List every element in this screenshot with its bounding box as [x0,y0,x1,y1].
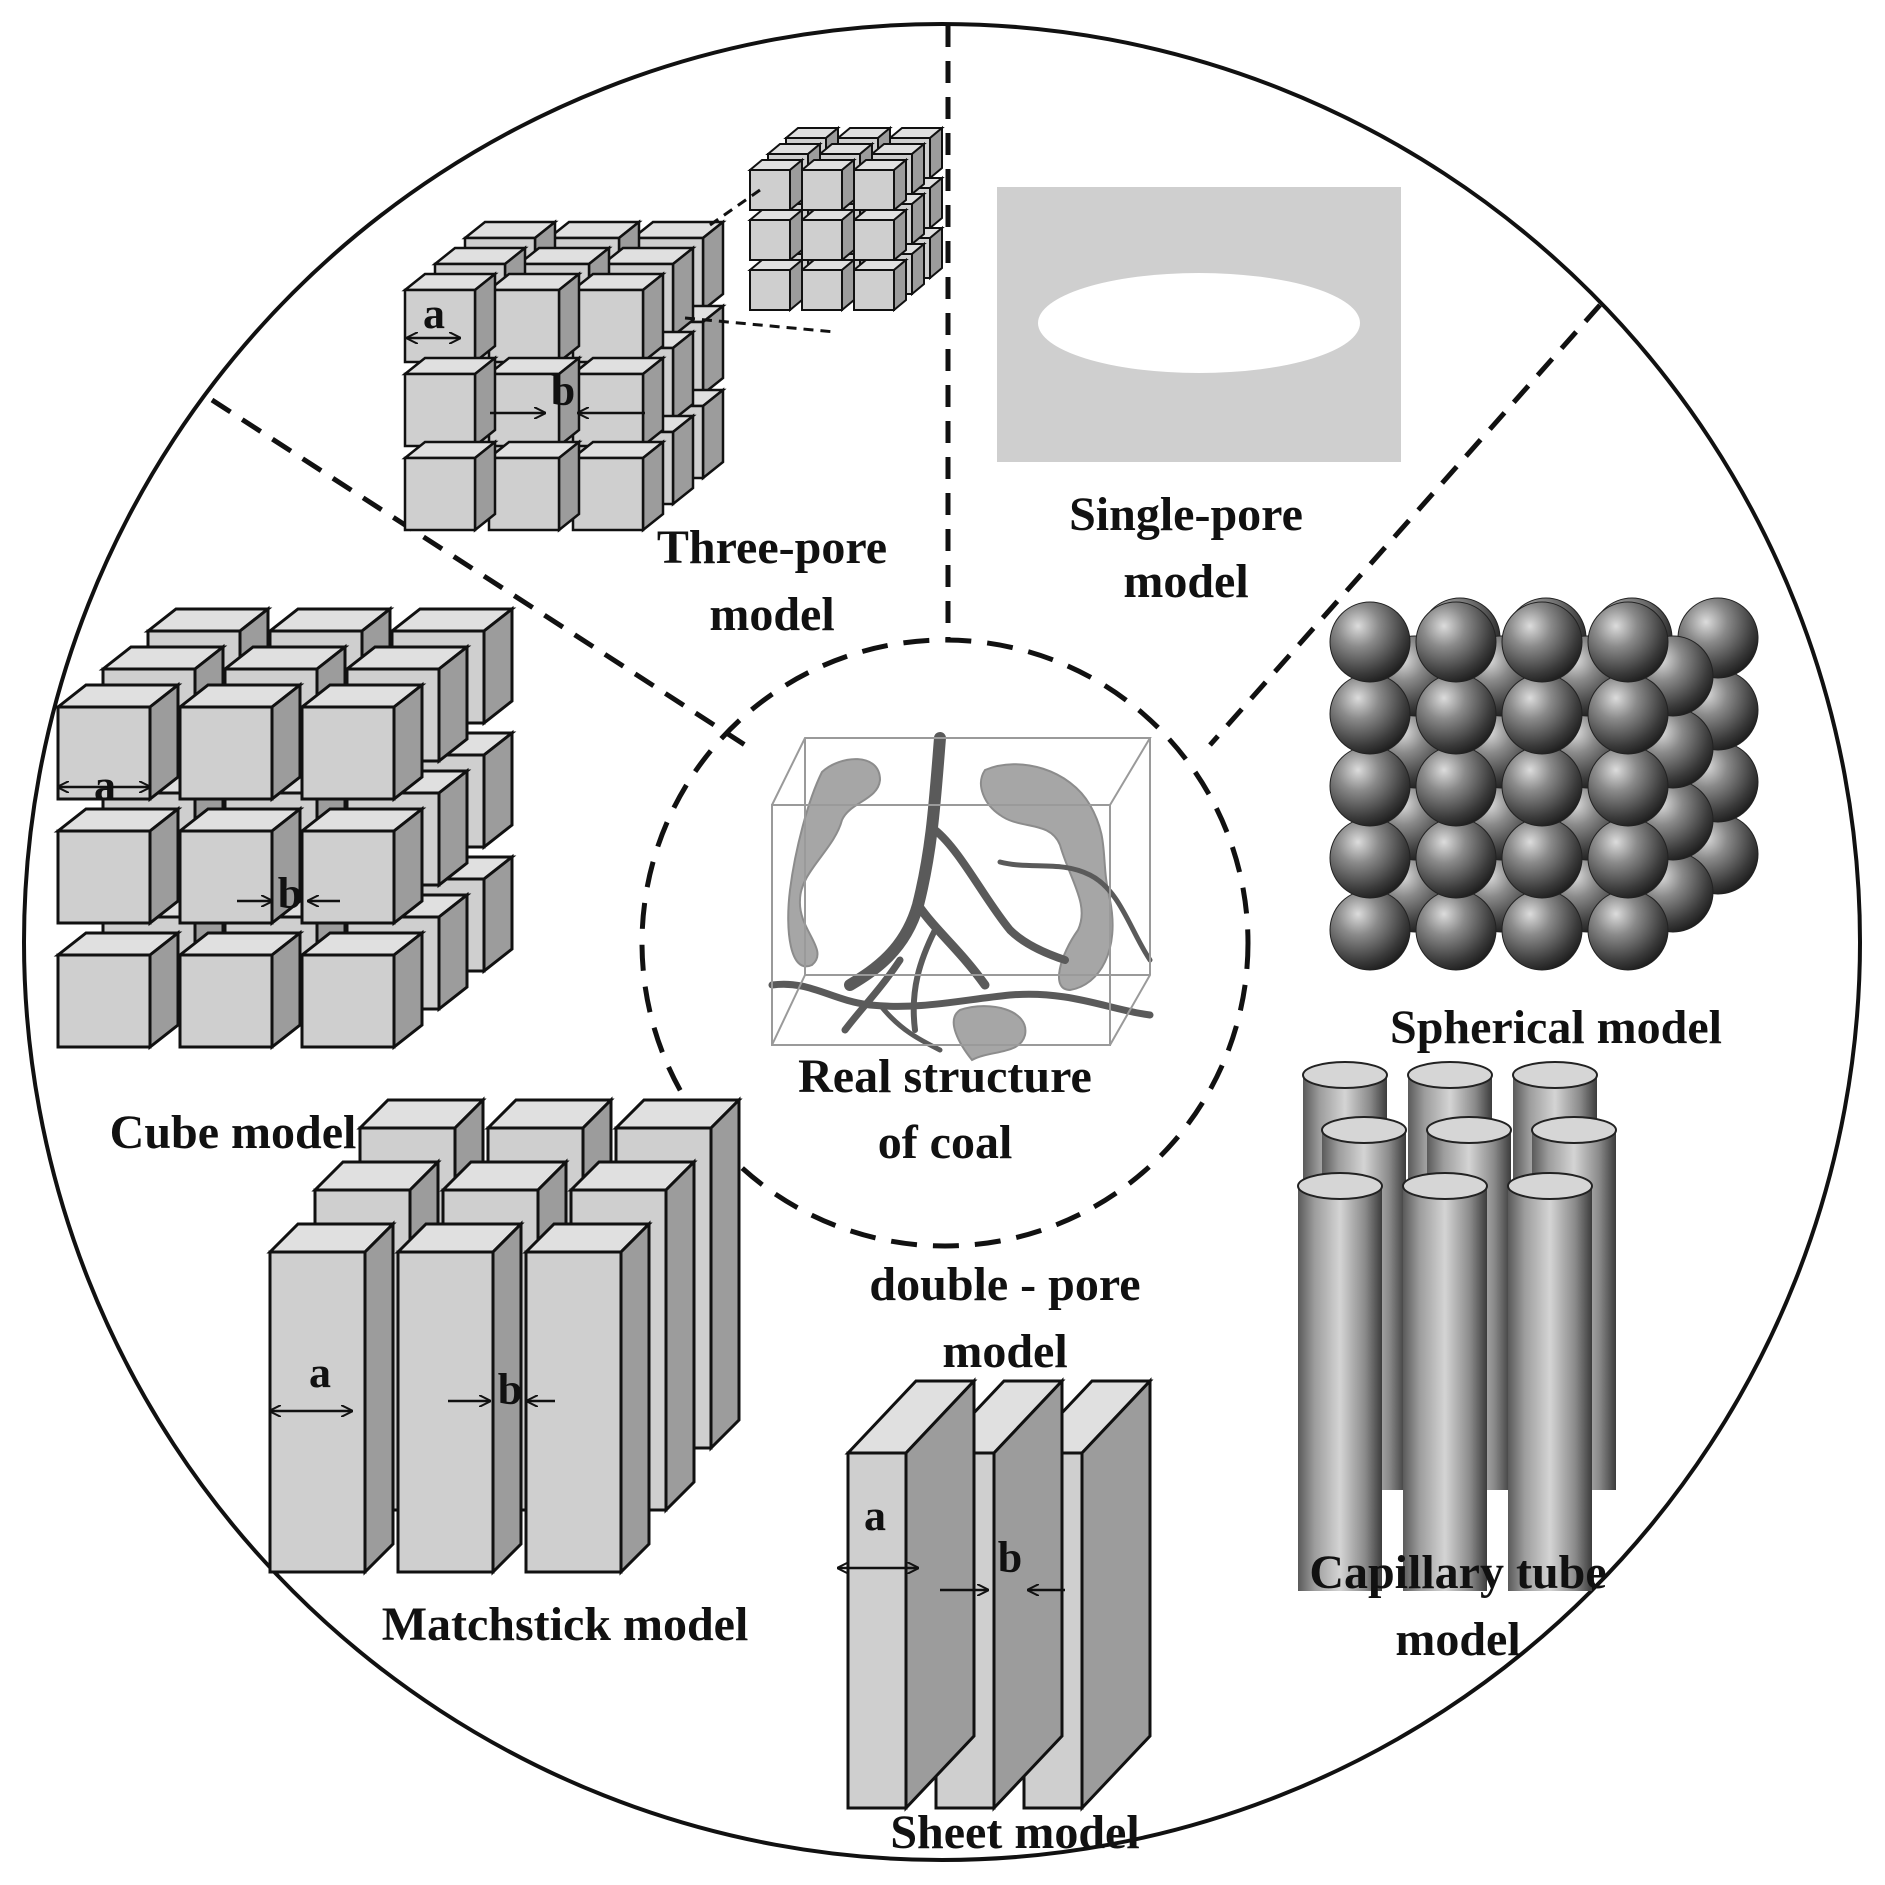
sector-dividers [210,25,1602,748]
three-pore-connector-lines [684,188,836,334]
three-pore-block [485,271,583,365]
sheet-label: Sheet model [890,1806,1139,1859]
capillary-tube-array [1297,1061,1617,1591]
three-pore-block [401,271,499,365]
sphere [1587,889,1669,971]
center-label-line1: Real structure [798,1050,1092,1103]
three-pore-block [485,439,583,533]
center-circle [639,637,1251,1249]
sphere [1587,817,1669,899]
three-pore-dimension-a: a [407,289,460,338]
single-pore-label-line1: Single-pore [1069,488,1303,541]
sphere [1587,745,1669,827]
sheet-dimension-a: a [838,1491,918,1568]
three-pore-inset-block [799,157,857,213]
sphere [1415,601,1497,683]
sphere [1329,817,1411,899]
matchstick-prism [394,1220,525,1576]
sphere [1501,889,1583,971]
three-pore-inset-block [747,257,805,313]
cube-model-array [53,605,517,1051]
sphere [1587,673,1669,755]
sheet-model-plates [844,1377,1154,1812]
sphere [1329,745,1411,827]
svg-text:b: b [551,366,575,415]
svg-text:a: a [309,1348,331,1397]
three-pore-inset-block [747,207,805,263]
svg-text:b: b [498,1365,522,1414]
svg-text:a: a [94,761,116,810]
sphere [1415,745,1497,827]
svg-text:b: b [998,1533,1022,1582]
sphere [1329,673,1411,755]
three-pore-inset-block [799,257,857,313]
cube-block [53,805,183,927]
cube-dimension-b: b [237,869,340,918]
three-pore-inset-cubes [747,125,945,313]
spherical-label: Spherical model [1390,1001,1722,1054]
three-pore-label-line1: Three-pore [657,521,887,574]
capillary-tube [1507,1172,1593,1591]
three-pore-inset-block [799,207,857,263]
matchstick-prism [522,1220,653,1576]
sphere [1329,889,1411,971]
matchstick-label: Matchstick model [382,1598,749,1651]
cube-block [297,805,427,927]
spherical-model-spheres [1329,597,1759,971]
svg-text:a: a [864,1491,886,1540]
cube-block [175,681,305,803]
real-structure-illustration [768,732,1154,1062]
sphere [1501,817,1583,899]
sphere [1415,673,1497,755]
cube-dimension-a: a [58,761,150,810]
matchstick-dimension-a: a [270,1348,352,1411]
svg-text:a: a [423,289,445,338]
three-pore-block [401,439,499,533]
sphere [1329,601,1411,683]
matchstick-dimension-b: b [448,1365,555,1414]
matchstick-model-prisms [266,1096,743,1576]
cube-block [53,681,183,803]
three-pore-inset-block [851,157,909,213]
divider-upper-right [1208,303,1602,747]
sphere [1415,817,1497,899]
sphere [1415,889,1497,971]
three-pore-inset-block [851,257,909,313]
capillary-tube [1297,1172,1383,1591]
sheet-plate [844,1377,978,1812]
sheet-dimension-b: b [940,1533,1065,1590]
three-pore-dimension-b: b [490,366,645,415]
single-pore-hole [1038,273,1360,373]
outer-circle [22,22,1862,1862]
single-pore-label-line2: model [1123,555,1248,608]
sphere [1501,745,1583,827]
cube-block [297,681,427,803]
svg-text:b: b [278,869,302,918]
three-pore-block [569,439,667,533]
double-pore-label-line1: double - pore [869,1258,1140,1311]
three-pore-block [569,355,667,449]
cube-block [175,805,305,927]
cube-label: Cube model [110,1106,357,1159]
three-pore-block [401,355,499,449]
cube-block [175,929,305,1051]
capillary-label-line1: Capillary tube [1309,1546,1606,1599]
capillary-label-line2: model [1395,1613,1520,1666]
matchstick-prism [266,1220,397,1576]
cube-block [297,929,427,1051]
three-pore-label-line2: model [709,588,834,641]
center-label-line2: of coal [878,1116,1013,1169]
sphere [1501,601,1583,683]
three-pore-inset-block [851,207,909,263]
double-pore-label-line2: model [942,1325,1067,1378]
sphere [1501,673,1583,755]
cube-block [53,929,183,1051]
capillary-tube [1402,1172,1488,1591]
sphere [1587,601,1669,683]
three-pore-inset-block [747,157,805,213]
three-pore-block [569,271,667,365]
